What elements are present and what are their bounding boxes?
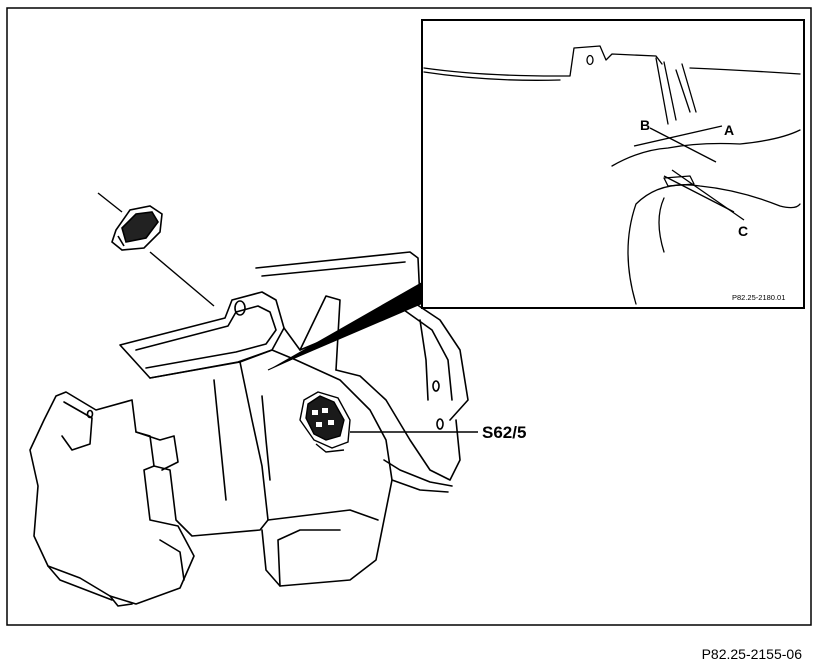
detail-projection-line: [267, 299, 423, 371]
detail-label-a: A: [724, 122, 734, 138]
detail-label-b: B: [640, 117, 650, 133]
switch-s62-5: [299, 391, 351, 453]
diagram-border: [6, 7, 812, 626]
detail-inset: A B C P82.25-2180.01: [421, 19, 805, 309]
line-a: [633, 125, 723, 147]
detail-ref-code: P82.25-2180.01: [732, 293, 785, 302]
line-b: [649, 127, 717, 163]
cap-leader-top: [97, 192, 123, 213]
figure-ref: P82.25-2155-06: [702, 646, 803, 662]
housing-illustration: [29, 251, 469, 607]
cap-leader-bottom: [149, 251, 215, 307]
cap-part: [111, 205, 163, 251]
detail-frame: [421, 19, 805, 309]
detail-projection: [268, 282, 422, 370]
line-c2: [663, 175, 735, 213]
s62-5-label: S62/5: [482, 423, 526, 442]
detail-label-c: C: [738, 223, 748, 239]
